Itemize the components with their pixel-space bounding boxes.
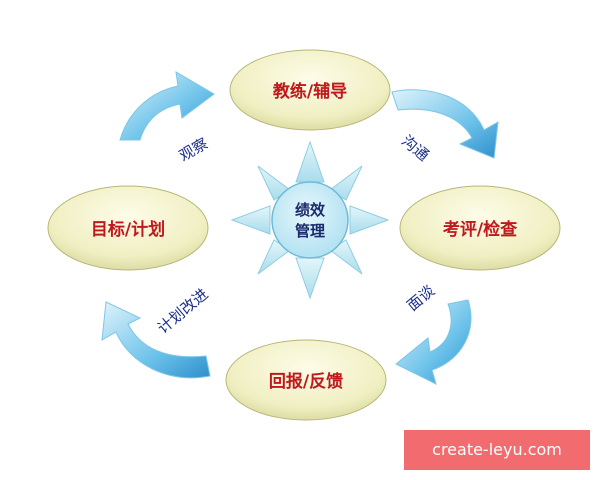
arrow-top-left — [119, 71, 215, 141]
node-top: 教练/辅导 — [229, 49, 391, 131]
edge-label-bottom-right: 面谈 — [404, 282, 439, 315]
node-left-label: 目标/计划 — [91, 219, 165, 240]
arrow-bottom-right — [395, 299, 472, 385]
edge-label-top-right: 沟通 — [398, 132, 433, 165]
node-right: 考评/检查 — [399, 185, 561, 271]
ray-right — [349, 205, 390, 235]
node-bottom: 回报/反馈 — [225, 339, 387, 421]
center-label-line2: 管理 — [295, 222, 325, 240]
node-left: 目标/计划 — [47, 185, 209, 271]
edge-label-top-left: 观察 — [176, 134, 211, 165]
ray-bottom — [295, 257, 325, 300]
edge-label-bottom-left: 计划改进 — [154, 285, 212, 337]
ray-top — [295, 140, 325, 183]
watermark-badge: create-leyu.com — [404, 430, 590, 470]
center-node: 绩效 管理 — [271, 181, 349, 259]
center-label-line1: 绩效 — [295, 201, 326, 219]
ray-left — [230, 205, 271, 235]
node-top-label: 教练/辅导 — [272, 81, 347, 102]
node-bottom-label: 回报/反馈 — [269, 371, 343, 392]
arrow-top-right — [391, 89, 499, 159]
sun-rays — [230, 140, 390, 300]
node-right-label: 考评/检查 — [442, 219, 518, 240]
arrow-bottom-left — [101, 301, 211, 379]
